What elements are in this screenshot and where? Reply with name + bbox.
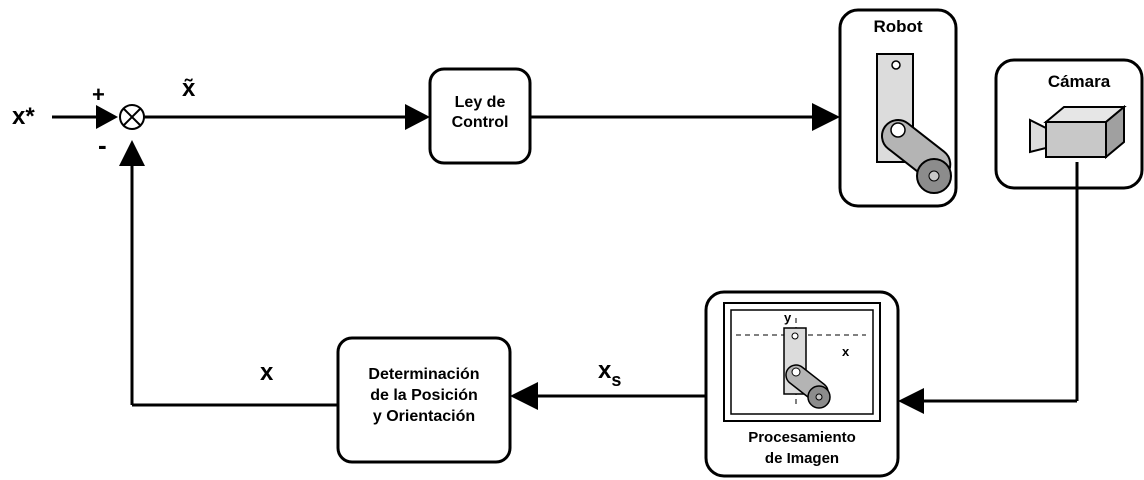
sensor-label: xs xyxy=(598,357,621,390)
measured-label: x xyxy=(260,359,274,386)
reference-arrowhead xyxy=(96,105,118,129)
controller-label-line-2: Control xyxy=(452,114,509,131)
reference-label: x* xyxy=(12,103,35,130)
controller-label-line-1: Ley de xyxy=(455,94,506,111)
pose-label-line-3: y Orientación xyxy=(373,408,475,425)
robot-arm-illustration xyxy=(876,53,952,194)
summing-junction-cross-b xyxy=(123,108,141,126)
feedback-arrowhead xyxy=(119,140,145,166)
plus-sign: + xyxy=(92,82,105,107)
minus-sign: - xyxy=(98,130,107,160)
camera-arrowhead xyxy=(898,388,924,414)
error-label: x̃ xyxy=(182,75,196,102)
sensor-arrowhead xyxy=(510,382,538,410)
pose-label-line-2: de la Posición xyxy=(370,387,478,404)
sensor-label-subscript: s xyxy=(611,370,621,390)
command-arrowhead xyxy=(812,103,840,131)
image-y-label: y xyxy=(784,310,792,325)
image-x-label: x xyxy=(842,344,850,359)
error-arrowhead xyxy=(405,104,430,130)
camera-icon xyxy=(1029,104,1127,160)
processing-label-line-2: de Imagen xyxy=(765,450,839,467)
sensor-label-main: x xyxy=(598,357,612,384)
pose-label-line-1: Determinación xyxy=(368,366,479,383)
robot-label: Robot xyxy=(873,17,922,36)
camera-label: Cámara xyxy=(1048,72,1111,91)
image-arm-illustration xyxy=(783,327,831,409)
pose-block xyxy=(336,336,512,464)
processing-label-line-1: Procesamiento xyxy=(748,429,856,446)
